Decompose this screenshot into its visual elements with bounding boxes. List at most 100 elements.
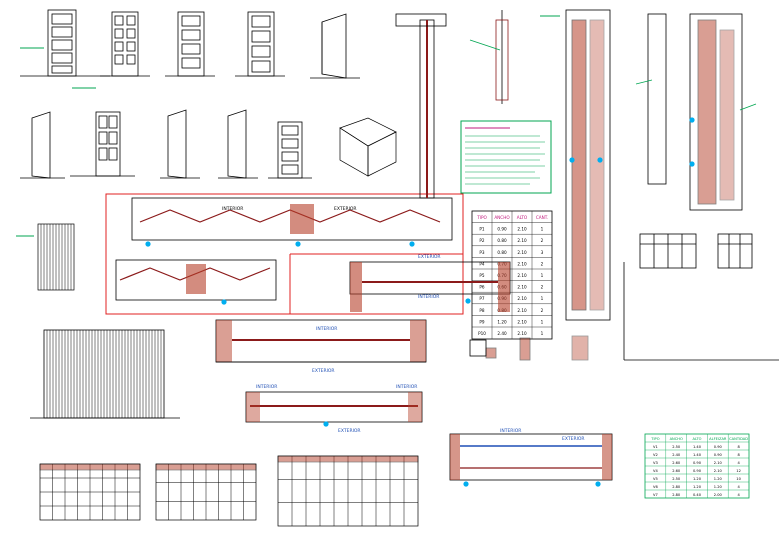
window-table-header-cell: CANTIDAD xyxy=(729,437,748,441)
window-table-cell: V4 xyxy=(653,469,658,473)
section-marker-icon xyxy=(145,117,695,487)
door-elevation-p9 xyxy=(218,109,258,179)
vertical-section-window xyxy=(647,13,743,211)
label-interior-3: INTERIOR xyxy=(316,326,337,332)
window-table-cell: V6 xyxy=(653,485,658,489)
door-table-cell: 2.10 xyxy=(517,331,527,336)
window-table-cell: 1.20 xyxy=(714,485,723,489)
door-elevation-p10 xyxy=(268,121,312,179)
window-table-cell: 4 xyxy=(737,485,740,489)
window-lintel xyxy=(277,455,419,463)
door-table-cell: P7 xyxy=(479,296,485,301)
door-table-cell: 2 xyxy=(541,238,544,243)
window-table-cell: 0.90 xyxy=(714,453,723,457)
door-table-cell: 0.80 xyxy=(497,250,507,255)
label-interior-6: INTERIOR xyxy=(500,428,521,434)
window-table-header-cell: ANCHO xyxy=(670,437,683,441)
door-table-cell: 1.20 xyxy=(497,319,507,324)
window-table-header-cell: TIPO xyxy=(650,437,659,441)
leader-arrow-icon xyxy=(16,15,757,237)
door-table-cell: 1 xyxy=(541,273,544,278)
window-table-cell: 2.50 xyxy=(672,445,681,449)
window-table-cell: 0.90 xyxy=(714,445,723,449)
vertical-section-2 xyxy=(495,10,509,104)
window-table-cell: 4 xyxy=(737,461,740,465)
door-elevation-p7 xyxy=(70,111,135,177)
door-table-cell: P10 xyxy=(478,331,486,336)
window-table-cell: 8 xyxy=(737,453,740,457)
door-table-cell: 2 xyxy=(541,308,544,313)
window-table-cell: 12 xyxy=(736,469,741,473)
window-lintel xyxy=(155,463,257,471)
label-exterior-3: EXTERIOR xyxy=(312,368,335,374)
horizontal-section-door-2 xyxy=(215,319,427,363)
door-elevation-p1 xyxy=(20,9,110,77)
door-elevation-p4 xyxy=(235,11,285,77)
label-interior-2: INTERIOR xyxy=(418,294,439,300)
label-interior-1: INTERIOR xyxy=(222,206,243,212)
door-isometric-detail xyxy=(339,117,397,177)
door-table-cell: 2.10 xyxy=(517,308,527,313)
door-table-cell: 2.10 xyxy=(517,261,527,266)
door-table-header-cell: ANCHO xyxy=(494,215,510,220)
window-table-cell: 2.60 xyxy=(672,461,681,465)
window-table-cell: 0.90 xyxy=(693,461,702,465)
door-table-cell: P9 xyxy=(479,319,485,324)
window-table-cell: 2.10 xyxy=(714,461,723,465)
window-table-cell: 2.80 xyxy=(672,485,681,489)
window-lintel xyxy=(39,463,141,471)
window-table-cell: 1.40 xyxy=(693,453,702,457)
gate-elevation-p11 xyxy=(37,223,75,291)
door-table-header-cell: TIPO xyxy=(476,215,487,220)
door-table-cell: 2.10 xyxy=(517,285,527,290)
window-table-cell: 2.50 xyxy=(672,477,681,481)
horizontal-section-door-3 xyxy=(245,391,423,423)
door-table-cell: 2.10 xyxy=(517,250,527,255)
window-table-cell: V7 xyxy=(653,493,658,497)
door-table-cell: 2.10 xyxy=(517,227,527,232)
door-elevation-p3 xyxy=(165,11,215,77)
label-interior-5: INTERIOR xyxy=(396,384,417,390)
label-interior-4: INTERIOR xyxy=(256,384,277,390)
specifications-note-box xyxy=(460,120,552,194)
window-table-cell: V2 xyxy=(653,453,658,457)
door-table-header-cell: CANT. xyxy=(536,215,548,220)
label-exterior-4: EXTERIOR xyxy=(338,428,361,434)
label-exterior-5: EXTERIOR xyxy=(562,436,585,442)
door-table-cell: P2 xyxy=(479,238,485,243)
door-table-cell: 1 xyxy=(541,296,544,301)
window-table-cell: 2.60 xyxy=(672,469,681,473)
door-table-cell: 1 xyxy=(541,331,544,336)
door-table-cell: 3 xyxy=(541,250,544,255)
door-elevation-p2 xyxy=(100,11,150,77)
door-table-cell: 2 xyxy=(541,261,544,266)
door-elevation-p6 xyxy=(20,111,65,179)
door-table-cell: P6 xyxy=(479,285,485,290)
window-table-cell: 4 xyxy=(737,493,740,497)
door-table-cell: 0.80 xyxy=(497,238,507,243)
door-table-cell: 0.90 xyxy=(497,227,507,232)
door-table-cell: 2.10 xyxy=(517,296,527,301)
door-table-cell: 1 xyxy=(541,319,544,324)
gate-elevation-large xyxy=(30,329,180,419)
window-table-cell: 0.90 xyxy=(693,469,702,473)
door-elevation-p5 xyxy=(310,13,360,79)
label-exterior-1: EXTERIOR xyxy=(334,206,357,212)
window-table-cell: 1.40 xyxy=(693,445,702,449)
door-table-cell: P1 xyxy=(479,227,485,232)
vertical-section-1 xyxy=(395,13,447,199)
label-exterior-2: EXTERIOR xyxy=(418,254,441,260)
horizontal-section-door-1 xyxy=(349,261,511,312)
window-table-cell: V5 xyxy=(653,477,658,481)
window-table-cell: 0.40 xyxy=(693,493,702,497)
door-table-cell: 2.10 xyxy=(517,273,527,278)
door-table-cell: P8 xyxy=(479,308,485,313)
door-table-cell: 2.40 xyxy=(497,331,507,336)
door-elevation-p8 xyxy=(160,109,200,179)
door-table-cell: 1 xyxy=(541,227,544,232)
window-table-cell: 2.80 xyxy=(672,493,681,497)
window-elevations-frame xyxy=(623,233,779,361)
